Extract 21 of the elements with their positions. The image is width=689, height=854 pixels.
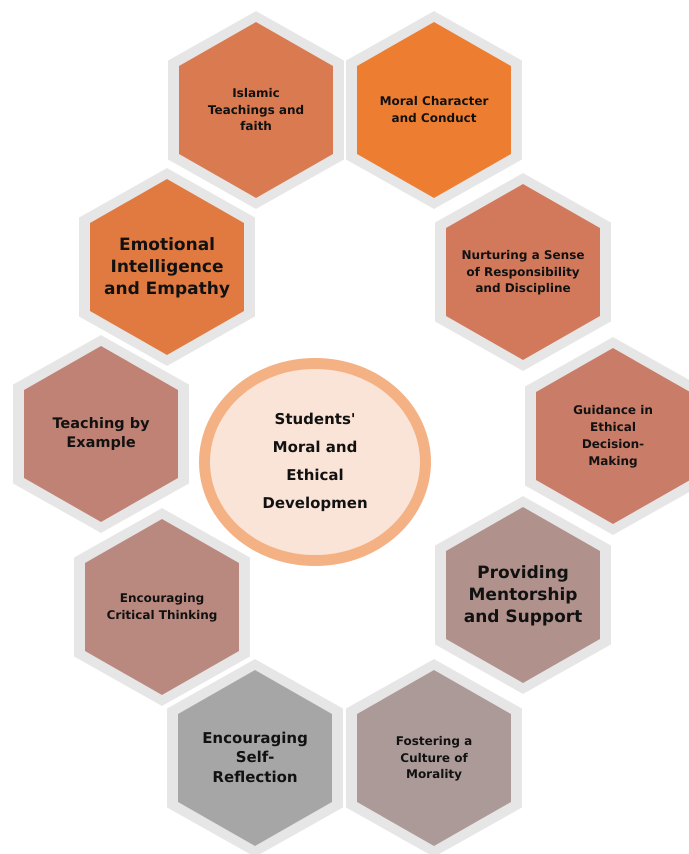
tile-label: Islamic Teachings and faith	[206, 84, 306, 136]
tile-label: Teaching by Example	[51, 415, 151, 453]
hexagon-tile	[346, 659, 522, 854]
tile-label: Encouraging Critical Thinking	[106, 590, 218, 624]
tile-label: Emotional Intelligence and Empathy	[103, 234, 231, 300]
hexagon-tile	[74, 508, 250, 706]
tile-label: Guidance in Ethical Decision-Making	[572, 402, 654, 470]
hexagon-tile	[435, 496, 611, 694]
tile-label: Providing Mentorship and Support	[462, 562, 584, 628]
tile-label: Fostering a Culture of Morality	[394, 732, 474, 784]
hexagon-tile	[167, 659, 343, 854]
tile-label: Nurturing a Sense of Responsibility and Discipline	[460, 246, 586, 298]
hexagon-tile	[525, 337, 689, 535]
hexagon-tile	[79, 168, 255, 366]
tile-label: Moral Character and Conduct	[378, 93, 490, 127]
circle-label: Students' Moral and Ethical Developmen	[261, 409, 369, 514]
hexagon-tile	[168, 11, 344, 209]
hexagon-tile	[346, 11, 522, 209]
hexagon-tile	[13, 335, 189, 533]
hexagon-tile	[435, 173, 611, 371]
tile-label: Encouraging Self-Reflection	[201, 728, 309, 788]
